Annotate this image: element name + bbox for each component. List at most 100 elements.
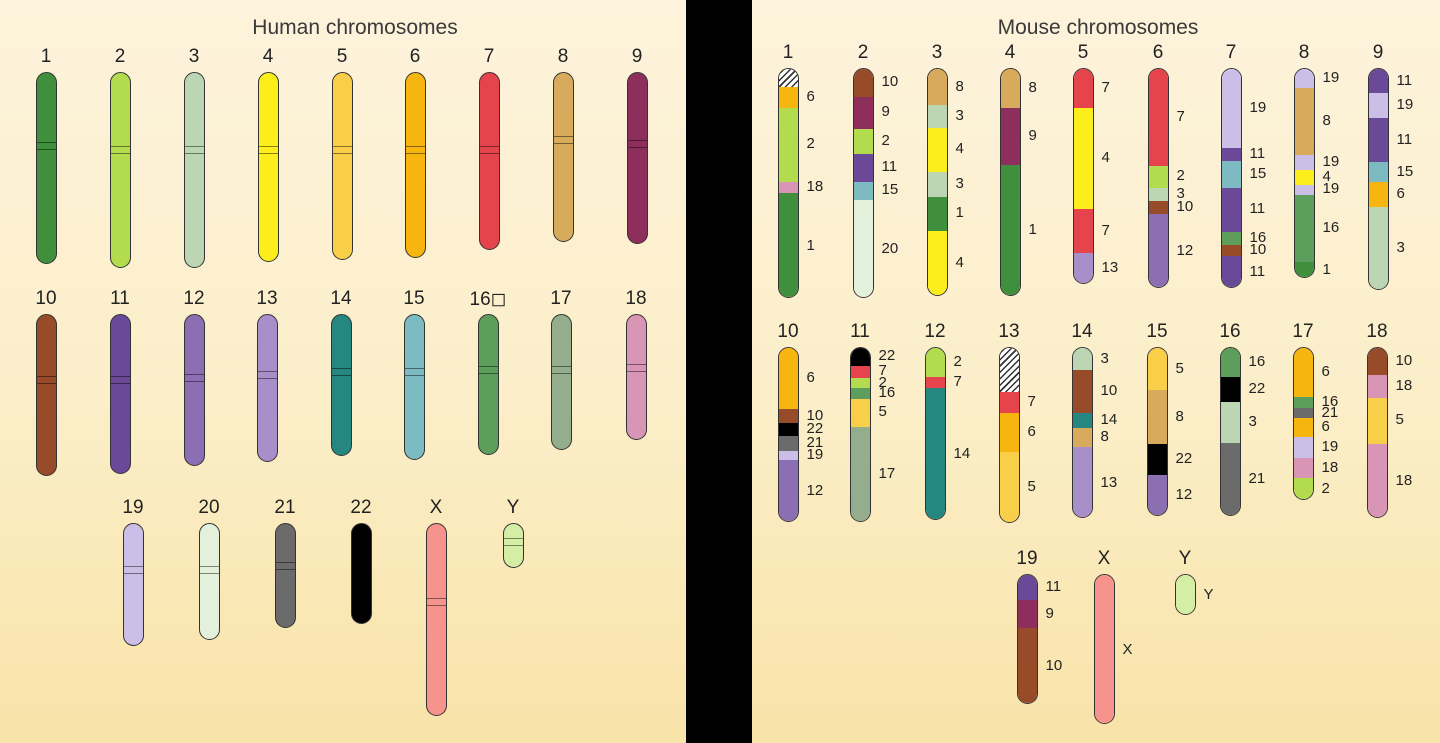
mouse-3-segment-label: 8 bbox=[955, 77, 964, 95]
mouse-13-segment bbox=[999, 348, 1019, 393]
mouse-8-segment bbox=[1294, 262, 1314, 277]
human-chromosome-label-21: 21 bbox=[274, 497, 296, 518]
centromere-band bbox=[110, 376, 130, 384]
mouse-3-segment-label: 4 bbox=[955, 254, 964, 272]
mouse-3-segment bbox=[927, 171, 947, 198]
mouse-chromosome-label-1: 1 bbox=[782, 42, 794, 63]
human-chromosome-label-9: 9 bbox=[631, 46, 643, 67]
mouse-2-segment-label: 2 bbox=[881, 131, 890, 149]
mouse-18-segment-label: 18 bbox=[1395, 471, 1413, 489]
centromere-band bbox=[184, 374, 204, 382]
human-chromosome-22 bbox=[350, 523, 372, 624]
mouse-10-segment bbox=[778, 451, 798, 461]
mouse-18-segment bbox=[1367, 443, 1387, 517]
mouse-10-segment-label: 12 bbox=[806, 482, 824, 499]
human-chromosome-label-19: 19 bbox=[122, 497, 144, 518]
mouse-14-segment-label: 14 bbox=[1100, 411, 1118, 429]
human-chromosome-14 bbox=[330, 314, 352, 456]
mouse-2-segment-label: 20 bbox=[881, 240, 899, 258]
mouse-6-segment bbox=[1148, 214, 1168, 287]
mouse-15-segment bbox=[1147, 390, 1167, 445]
mouse-10-segment-label: 10 bbox=[806, 406, 824, 424]
human-chromosome-11 bbox=[109, 314, 131, 474]
mouse-17-segment-label: 6 bbox=[1321, 362, 1330, 380]
centromere-band bbox=[626, 364, 646, 372]
mouse-chromosome-10 bbox=[777, 347, 799, 522]
mouse-12-segment bbox=[925, 387, 945, 519]
mouse-11-segment bbox=[850, 377, 870, 389]
centromere-band bbox=[275, 562, 295, 570]
mouse-chromosome-label-14: 14 bbox=[1071, 321, 1093, 342]
human-chromosome-label-Y: Y bbox=[506, 497, 520, 518]
mouse-18-segment bbox=[1367, 397, 1387, 445]
mouse-chromosome-5 bbox=[1072, 68, 1094, 284]
mouse-2-segment-label: 9 bbox=[881, 103, 890, 121]
mouse-chromosome-4 bbox=[999, 68, 1021, 296]
human-chromosome-15 bbox=[403, 314, 425, 460]
mouse-17-segment-label: 6 bbox=[1321, 418, 1330, 436]
human-chromosome-16 bbox=[477, 314, 499, 455]
human-chromosome-X bbox=[425, 523, 447, 716]
human-chromosome-5 bbox=[331, 72, 353, 260]
mouse-panel-title: Mouse chromosomes bbox=[997, 16, 1199, 39]
mouse-16-segment bbox=[1220, 442, 1240, 515]
centromere-band bbox=[551, 366, 571, 374]
mouse-chromosome-label-4: 4 bbox=[1004, 42, 1016, 63]
human-chromosome-13 bbox=[256, 314, 278, 462]
human-chromosome-label-17: 17 bbox=[550, 288, 572, 309]
mouse-16-segment bbox=[1220, 376, 1240, 403]
mouse-9-segment-label: 3 bbox=[1396, 239, 1405, 257]
mouse-19-segment-label: 11 bbox=[1045, 577, 1062, 595]
mouse-1-segment bbox=[778, 87, 798, 109]
mouse-4-segment bbox=[1000, 164, 1020, 295]
mouse-9-segment bbox=[1368, 206, 1388, 289]
centromere-band bbox=[426, 598, 446, 606]
mouse-X-segment bbox=[1094, 575, 1114, 723]
mouse-19-segment bbox=[1017, 575, 1037, 601]
centromere-band bbox=[331, 368, 351, 376]
mouse-17-segment bbox=[1293, 407, 1313, 419]
mouse-1-segment-label: 2 bbox=[806, 135, 815, 153]
human-chromosome-label-18: 18 bbox=[625, 288, 647, 309]
mouse-6-segment bbox=[1148, 187, 1168, 202]
mouse-1-segment-label: 6 bbox=[806, 88, 815, 106]
mouse-chromosome-7 bbox=[1220, 68, 1242, 288]
human-chromosome-label-2: 2 bbox=[114, 46, 126, 67]
mouse-10-segment bbox=[778, 348, 798, 410]
mouse-chromosome-label-15: 15 bbox=[1146, 321, 1168, 342]
centromere-band bbox=[199, 566, 219, 574]
mouse-2-segment bbox=[853, 128, 873, 155]
mouse-15-segment-label: 8 bbox=[1175, 407, 1184, 425]
mouse-8-segment bbox=[1294, 69, 1314, 89]
mouse-2-segment bbox=[853, 154, 873, 183]
mouse-chromosome-label-X: X bbox=[1097, 548, 1111, 569]
mouse-1-segment-label: 1 bbox=[806, 236, 815, 254]
mouse-13-segment-label: 5 bbox=[1027, 478, 1036, 496]
mouse-5-segment-label: 7 bbox=[1101, 78, 1110, 96]
mouse-chromosome-label-8: 8 bbox=[1298, 42, 1310, 63]
mouse-1-segment bbox=[778, 108, 798, 183]
mouse-7-segment bbox=[1221, 231, 1241, 246]
mouse-14-segment-label: 13 bbox=[1100, 473, 1118, 491]
mouse-2-segment bbox=[853, 69, 873, 98]
centromere-band bbox=[351, 560, 371, 568]
human-chromosome-10 bbox=[35, 314, 57, 476]
centromere-band bbox=[184, 146, 204, 154]
mouse-12-segment-label: 7 bbox=[953, 373, 962, 391]
mouse-5-segment bbox=[1073, 209, 1093, 254]
mouse-1-segment bbox=[778, 181, 798, 194]
centromere-band bbox=[110, 146, 130, 154]
mouse-5-segment bbox=[1073, 69, 1093, 109]
mouse-3-segment bbox=[927, 128, 947, 173]
mouse-1-segment bbox=[778, 69, 798, 88]
mouse-11-segment-label: 5 bbox=[878, 403, 887, 421]
mouse-8-segment bbox=[1294, 195, 1314, 263]
mouse-17-segment bbox=[1293, 436, 1313, 459]
mouse-17-segment bbox=[1293, 478, 1313, 499]
mouse-7-segment-label: 11 bbox=[1249, 145, 1266, 163]
mouse-10-segment bbox=[778, 435, 798, 452]
mouse-17-segment bbox=[1293, 396, 1313, 409]
mouse-chromosome-15 bbox=[1146, 347, 1168, 516]
mouse-2-segment-label: 10 bbox=[881, 73, 899, 91]
